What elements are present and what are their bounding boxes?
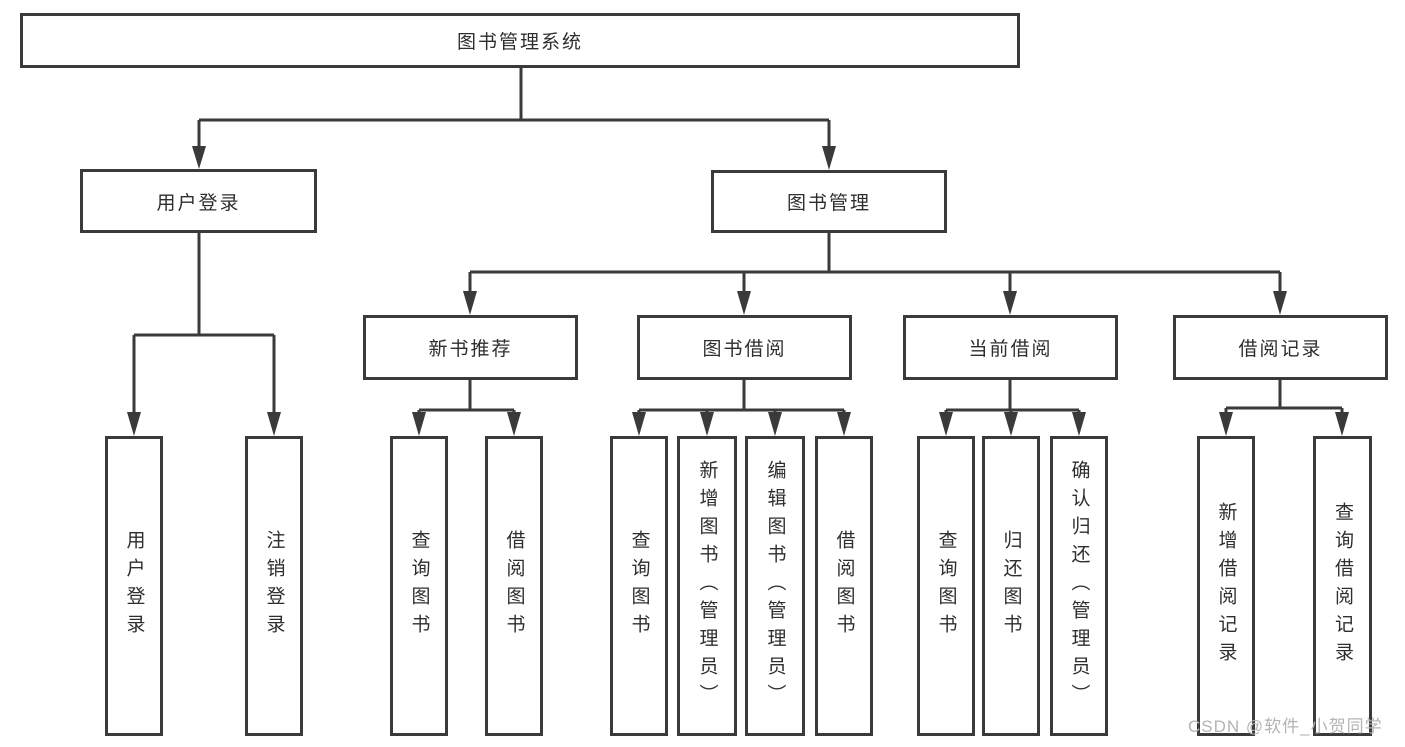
node-current-borrow: 当前借阅 (903, 315, 1118, 380)
leaf-query-book-3-label: 查询图书 (935, 530, 957, 642)
leaf-query-book-1: 查询图书 (390, 436, 448, 736)
node-borrow-records-label: 借阅记录 (1238, 339, 1323, 360)
leaf-borrow-book-2-label: 借阅图书 (833, 530, 855, 642)
leaf-query-book-1-label: 查询图书 (408, 530, 430, 642)
connector-user-login-children (127, 233, 281, 436)
leaf-return-book: 归还图书 (982, 436, 1040, 736)
leaf-confirm-return-label: 确认归还（管理员） (1068, 460, 1090, 712)
node-book-mgmt: 图书管理 (711, 170, 947, 233)
leaf-borrow-book-1-label: 借阅图书 (503, 530, 525, 642)
leaf-confirm-return: 确认归还（管理员） (1050, 436, 1108, 736)
leaf-query-record: 查询借阅记录 (1313, 436, 1372, 736)
leaf-edit-book-label: 编辑图书（管理员） (764, 460, 786, 712)
connector-root-to-level2 (192, 68, 836, 170)
node-book-mgmt-label: 图书管理 (786, 193, 871, 214)
leaf-return-book-label: 归还图书 (1000, 530, 1022, 642)
connector-book-mgmt-children (463, 233, 1287, 315)
leaf-borrow-book-1: 借阅图书 (485, 436, 543, 736)
node-book-borrow: 图书借阅 (637, 315, 852, 380)
leaf-query-record-label: 查询借阅记录 (1332, 502, 1353, 670)
leaf-edit-book: 编辑图书（管理员） (745, 436, 805, 736)
node-root: 图书管理系统 (20, 13, 1020, 68)
node-book-borrow-label: 图书借阅 (702, 339, 787, 360)
leaf-logout-label: 注销登录 (263, 530, 285, 642)
leaf-add-book-label: 新增图书（管理员） (696, 460, 718, 712)
connector-current-borrow-children (939, 380, 1086, 436)
leaf-add-book: 新增图书（管理员） (677, 436, 737, 736)
node-root-label: 图书管理系统 (456, 32, 583, 53)
node-new-book-rec-label: 新书推荐 (428, 339, 513, 360)
leaf-add-record: 新增借阅记录 (1197, 436, 1255, 736)
leaf-query-book-2-label: 查询图书 (628, 530, 650, 642)
leaf-query-book-2: 查询图书 (610, 436, 668, 736)
leaf-add-record-label: 新增借阅记录 (1215, 502, 1237, 670)
node-user-login: 用户登录 (80, 169, 317, 233)
csdn-watermark: CSDN @软件_小贺同学 (1188, 717, 1383, 736)
node-user-login-label: 用户登录 (156, 192, 241, 214)
node-current-borrow-label: 当前借阅 (968, 339, 1053, 360)
leaf-user-login-label: 用户登录 (123, 530, 145, 642)
node-borrow-records: 借阅记录 (1173, 315, 1388, 380)
leaf-user-login: 用户登录 (105, 436, 163, 736)
leaf-borrow-book-2: 借阅图书 (815, 436, 873, 736)
node-new-book-rec: 新书推荐 (363, 315, 578, 380)
connector-borrow-records-children (1219, 380, 1349, 436)
connector-book-borrow-children (632, 380, 851, 436)
connector-new-book-rec-children (412, 380, 521, 436)
leaf-logout: 注销登录 (245, 436, 303, 736)
leaf-query-book-3: 查询图书 (917, 436, 975, 736)
